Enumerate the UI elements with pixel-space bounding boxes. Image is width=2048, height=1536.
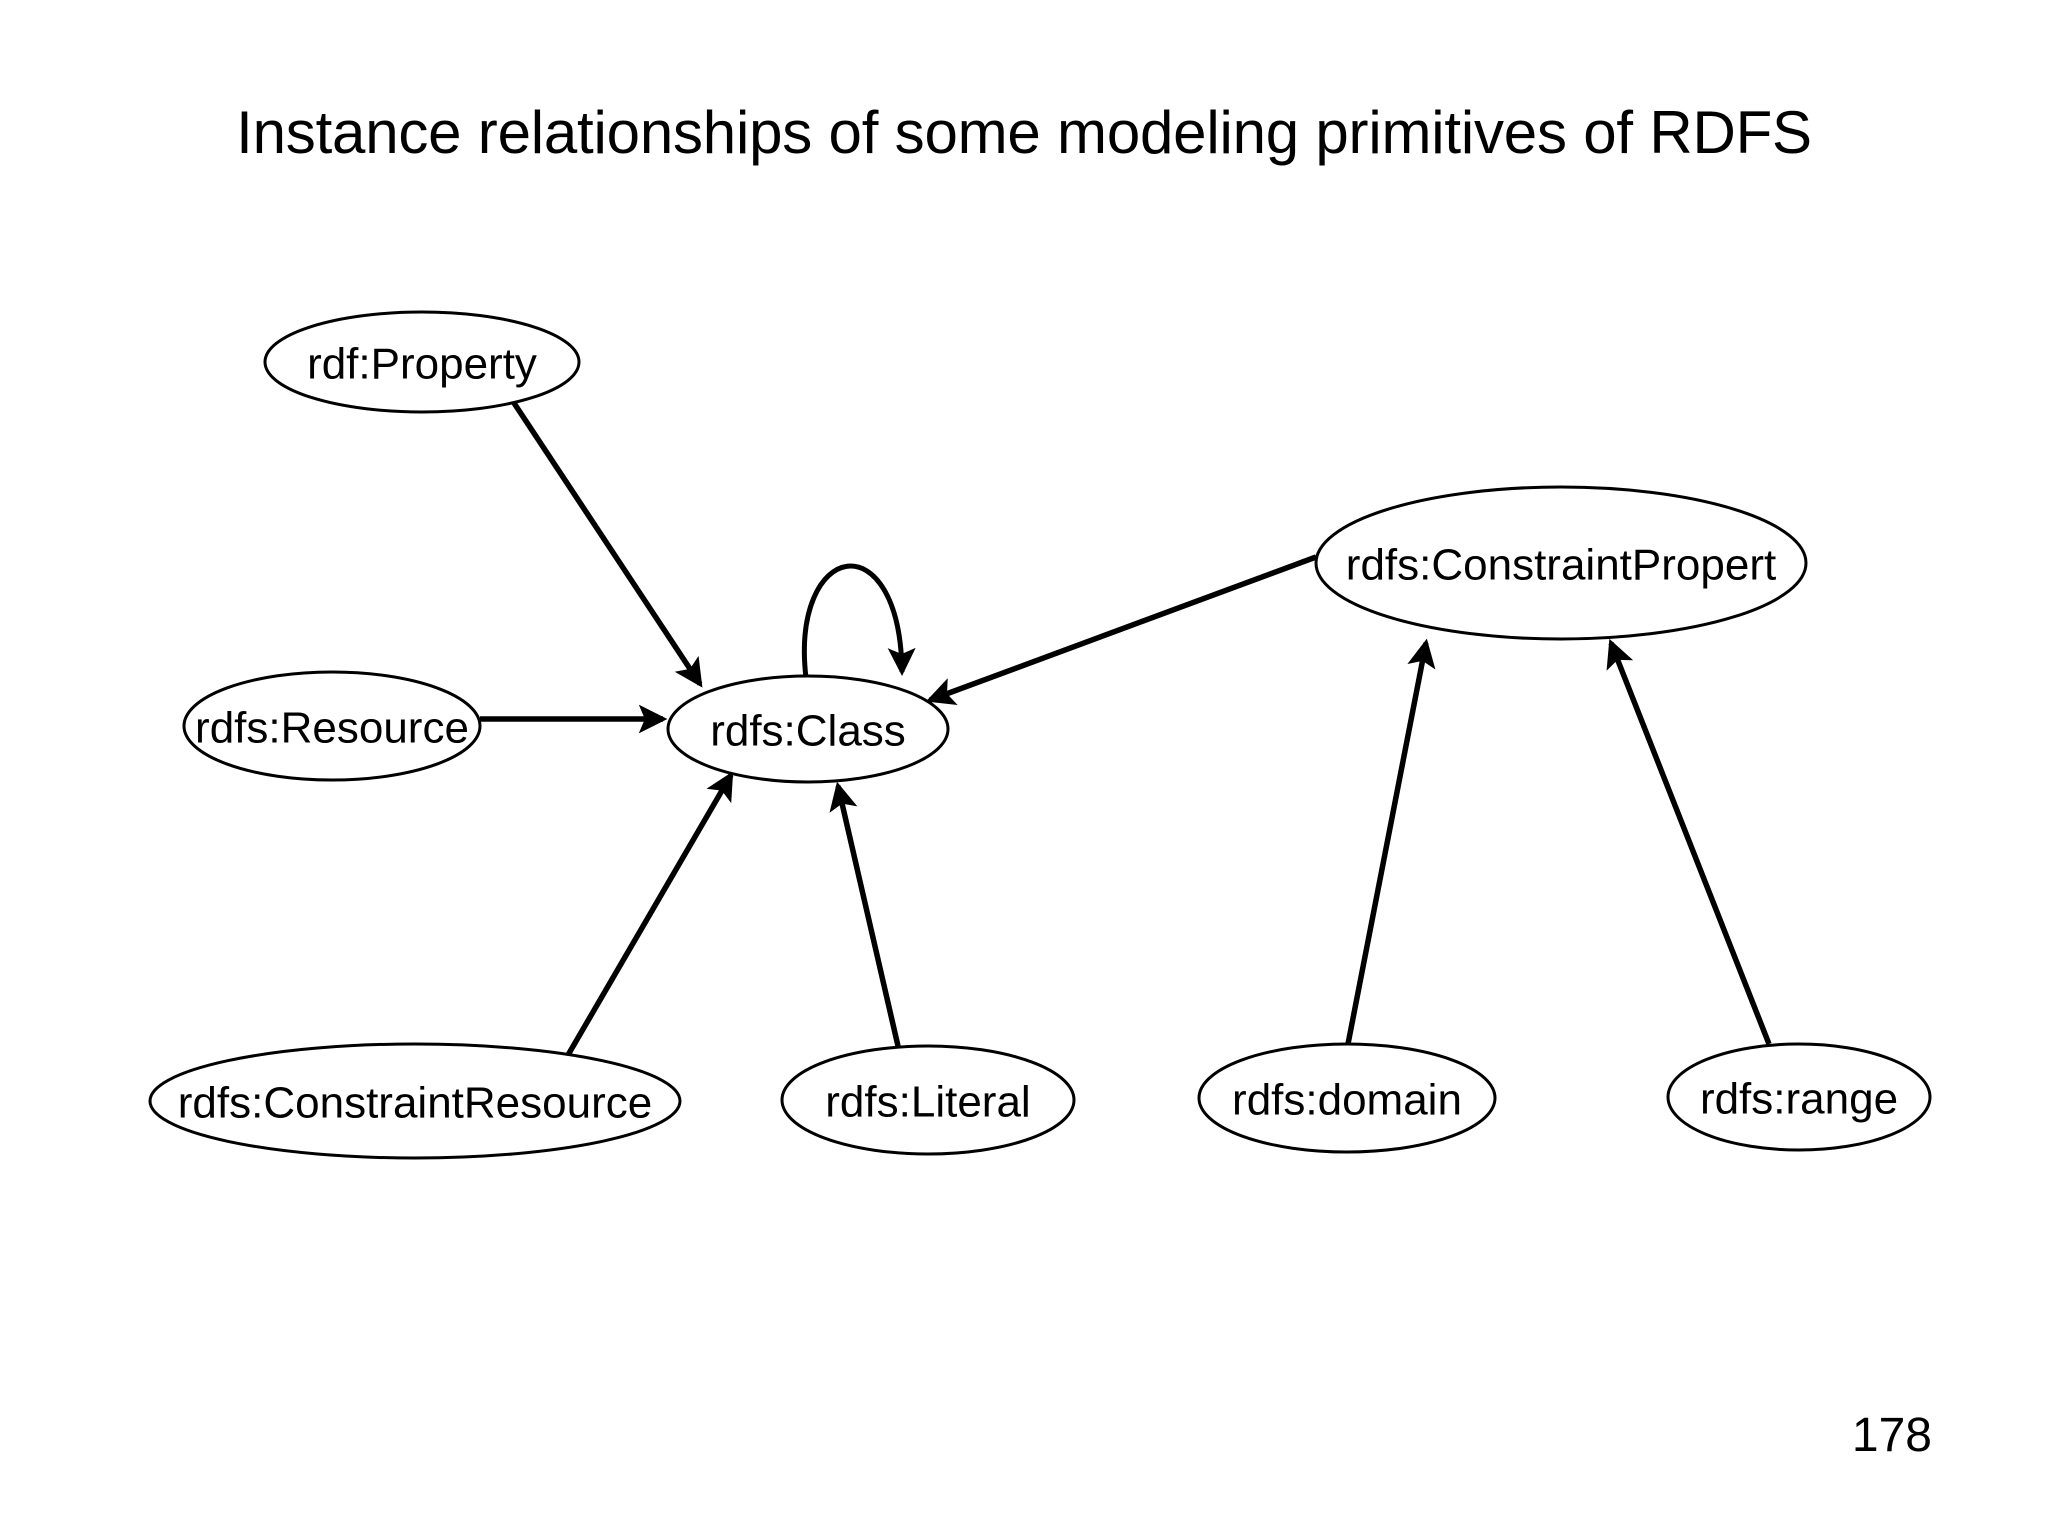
- edge-layer: [480, 398, 1772, 1057]
- node-rdfs-domain[interactable]: rdfs:domain: [1197, 1042, 1497, 1154]
- node-label: rdfs:domain: [1232, 1076, 1462, 1125]
- node-ellipse[interactable]: [182, 670, 482, 782]
- node-rdfs-resource[interactable]: rdfs:Resource: [182, 670, 482, 782]
- edge-rdfs-range-to-rdfs-constraintpropert: [1606, 638, 1772, 1046]
- node-label: rdfs:Literal: [825, 1078, 1030, 1127]
- node-ellipse[interactable]: [148, 1042, 682, 1160]
- node-rdfs-constraintresource[interactable]: rdfs:ConstraintResource: [148, 1042, 682, 1160]
- page-number: 178: [1851, 1409, 1932, 1462]
- node-rdfs-class[interactable]: rdfs:Class: [666, 674, 950, 784]
- node-rdfs-constraintpropert[interactable]: rdfs:ConstraintPropert: [1314, 485, 1808, 641]
- node-label: rdfs:range: [1700, 1075, 1898, 1124]
- node-rdfs-literal[interactable]: rdfs:Literal: [780, 1044, 1076, 1156]
- node-label: rdf:Property: [307, 340, 537, 389]
- edge-rdfs-class-self-loop: [802, 563, 916, 679]
- edge-rdf-property-to-rdfs-class: [509, 398, 703, 688]
- node-ellipse[interactable]: [666, 674, 950, 784]
- edge-rdfs-literal-to-rdfs-class: [829, 781, 901, 1047]
- edge-rdfs-constraintresource-to-rdfs-class: [565, 771, 734, 1057]
- node-layer: rdf:Property rdfs:Resource rdfs:Class rd…: [148, 310, 1932, 1160]
- node-label: rdfs:ConstraintPropert: [1346, 541, 1776, 590]
- node-rdf-property[interactable]: rdf:Property: [263, 310, 581, 414]
- node-ellipse[interactable]: [1666, 1042, 1932, 1152]
- node-ellipse[interactable]: [1314, 485, 1808, 641]
- node-ellipse[interactable]: [1197, 1042, 1497, 1154]
- node-label: rdfs:Class: [710, 707, 906, 756]
- node-ellipse[interactable]: [780, 1044, 1076, 1156]
- page-title: Instance relationships of some modeling …: [236, 99, 1812, 166]
- node-ellipse[interactable]: [263, 310, 581, 414]
- node-label: rdfs:ConstraintResource: [178, 1079, 652, 1128]
- edge-rdfs-constraintpropert-to-rdfs-class: [925, 554, 1317, 706]
- node-label: rdfs:Resource: [195, 704, 469, 753]
- edge-rdfs-domain-to-rdfs-constraintpropert: [1345, 638, 1436, 1045]
- node-rdfs-range[interactable]: rdfs:range: [1666, 1042, 1932, 1152]
